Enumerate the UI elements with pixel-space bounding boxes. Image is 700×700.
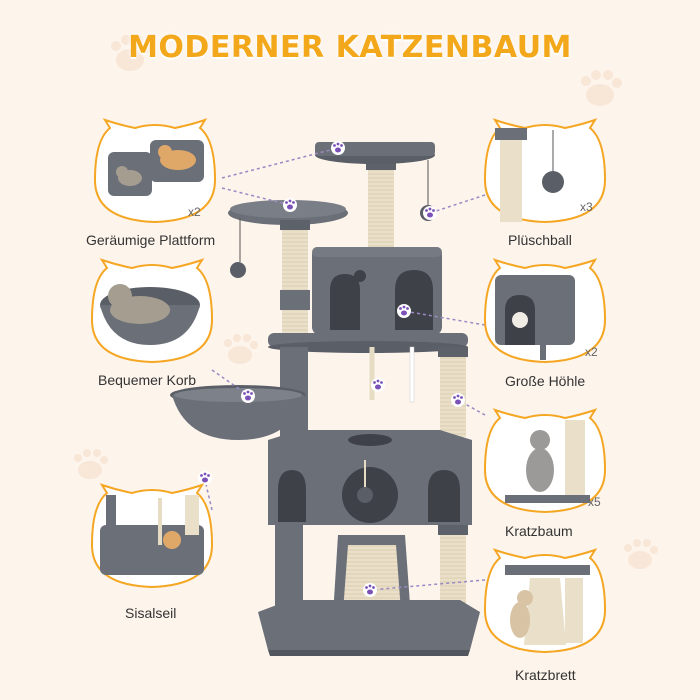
paw-markers [198,141,465,597]
sisal-post [282,220,308,350]
sisal-post [440,347,466,437]
post-count: x5 [588,495,601,509]
platform-label: Geräumige Plattform [86,232,216,248]
top-platform [315,142,435,156]
platform-count: x2 [188,205,201,219]
cave-count: x2 [585,345,598,359]
rope-illustration [100,495,204,575]
basket-label: Bequemer Korb [98,372,197,388]
cave-label: Große Höhle [505,373,586,389]
post-label: Kratzbaum [505,523,573,539]
ball-label: Plüschball [508,232,572,248]
page-title: MODERNER KATZENBAUM [128,30,572,65]
ball-illustration [495,128,564,222]
ball-count: x3 [580,200,593,214]
board-label: Kratzbrett [515,667,576,683]
board-illustration [505,565,590,645]
base-board [258,600,480,650]
rope-label: Sisalseil [125,605,177,621]
hammock-basket [172,395,305,440]
plush-ball [230,262,246,278]
plush-ball [357,487,373,503]
sisal-post [368,160,394,250]
cave-illustration [495,275,575,360]
platform-illustration [108,140,204,196]
basket-illustration [100,284,200,345]
post-illustration [505,420,590,503]
